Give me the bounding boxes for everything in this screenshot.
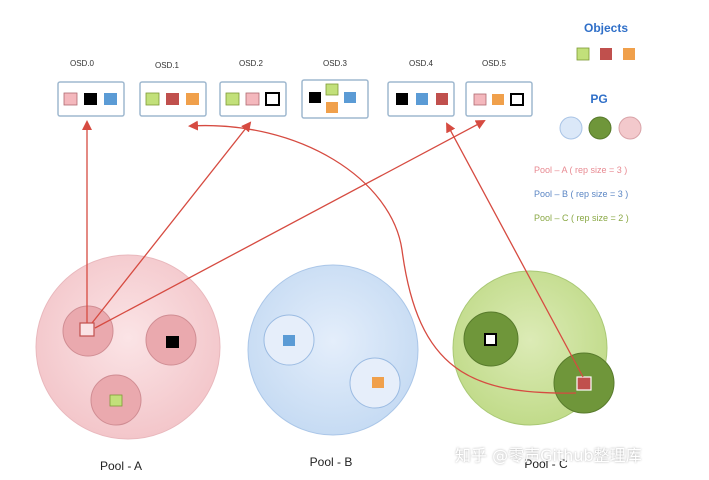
- pool-a: [35, 254, 221, 440]
- legend-pg-blue: [559, 116, 583, 140]
- pool-b-label: Pool - B: [310, 455, 353, 469]
- osd-4-box: [387, 81, 455, 117]
- watermark-text: 知乎 @零声Github整理库: [455, 446, 642, 465]
- pool-b-pg-2-object: [372, 377, 384, 388]
- pool-a-pg-3-object: [109, 394, 123, 407]
- osd-4-label: OSD.4: [409, 59, 434, 68]
- arrow-pool-c-to-osd-1: [188, 120, 577, 394]
- legend-pg-green: [588, 116, 612, 140]
- legend-object-red: [600, 48, 612, 60]
- legend-object-orange: [623, 48, 635, 60]
- pool-c-pg-1-object: [484, 333, 497, 346]
- osd-2-label: OSD.2: [239, 59, 264, 68]
- legend-pg-title: PG: [590, 92, 607, 106]
- osd-5-box: [465, 81, 533, 117]
- osd-5-label: OSD.5: [482, 59, 507, 68]
- legend-object-green: [576, 47, 590, 61]
- pool-b: [247, 264, 419, 436]
- pool-c-pg-2-object: [576, 376, 592, 391]
- pool-c-label: Pool - C: [524, 457, 568, 471]
- legend-objects-title: Objects: [584, 21, 628, 35]
- arrow-pool-a-to-osd-2: [91, 121, 252, 324]
- legend-pool-b: Pool – B ( rep size = 3 ): [534, 189, 628, 199]
- osd-1-label: OSD.1: [155, 61, 180, 70]
- legend-pool-c: Pool – C ( rep size = 2 ): [534, 213, 629, 223]
- pool-a-pg-2-object: [166, 336, 179, 348]
- osd-0-label: OSD.0: [70, 59, 95, 68]
- placement-arrows: [82, 120, 584, 394]
- osd-3-label: OSD.3: [323, 59, 348, 68]
- legend-pg-pink: [618, 116, 642, 140]
- pool-a-pg-1-object: [79, 322, 95, 337]
- pool-a-label: Pool - A: [100, 459, 142, 473]
- osd-3-box: [301, 79, 369, 119]
- osd-2-box: [219, 81, 287, 117]
- legend-pool-a: Pool – A ( rep size = 3 ): [534, 165, 627, 175]
- pool-b-pg-1-object: [283, 335, 295, 346]
- arrow-pool-c-to-osd-4: [446, 122, 584, 378]
- arrow-pool-a-to-osd-5: [94, 120, 486, 329]
- osd-0-box: [57, 81, 125, 117]
- osd-1-box: [139, 81, 207, 117]
- pool-c: [452, 270, 615, 426]
